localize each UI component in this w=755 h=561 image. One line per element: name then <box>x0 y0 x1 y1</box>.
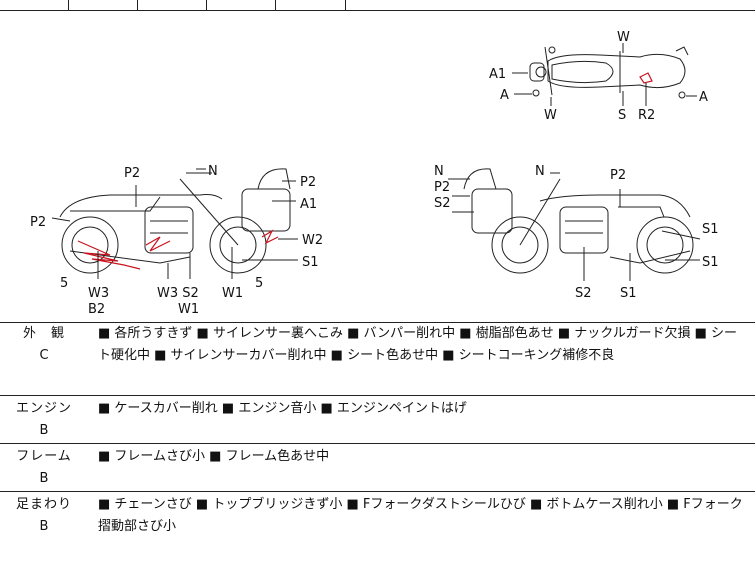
label-r2-top: R2 <box>638 108 655 123</box>
label-n-right: N <box>535 164 545 179</box>
label-s2-cowl-right: S2 <box>434 196 451 211</box>
label-s1-left: S1 <box>302 255 319 270</box>
label-w3-s2: W3 S2 <box>157 286 199 301</box>
label-p2-side: P2 <box>30 215 46 230</box>
label-p2-right: P2 <box>610 168 626 183</box>
section-grade: C <box>39 348 49 363</box>
section-notes: ■ チェーンさび ■ トップブリッジきず小 ■ Fフォークダストシールひび ■ … <box>98 497 743 534</box>
section-name: エンジン <box>15 401 72 416</box>
label-a1-left: A1 <box>300 197 317 212</box>
label-w3: W3 <box>88 286 109 301</box>
label-b2: B2 <box>88 302 105 317</box>
section-grade: B <box>39 519 49 534</box>
top-view-motorcycle <box>529 46 689 99</box>
label-5-right: 5 <box>255 276 263 291</box>
label-s1-right-c: S1 <box>620 286 637 301</box>
section-notes: ■ ケースカバー削れ ■ エンジン音小 ■ エンジンペイントはげ <box>98 401 467 416</box>
label-w1-under: W1 <box>178 302 199 317</box>
section-name: 足まわり <box>15 497 72 512</box>
strip-divider <box>137 0 138 10</box>
label-n-cowl-right: N <box>434 164 444 179</box>
label-a-top-left: A <box>500 88 509 103</box>
section-label: フレーム B <box>0 446 88 490</box>
label-a-top-right: A <box>699 90 708 105</box>
label-p2-seat: P2 <box>124 166 140 181</box>
table-header-strip <box>0 0 755 11</box>
label-w-top-bottom: W <box>544 108 557 123</box>
damage-diagram-area: A1 A W W S R2 A <box>0 11 755 323</box>
label-p2-cowl-right: P2 <box>434 180 450 195</box>
section-grade: B <box>39 423 49 438</box>
label-a1-top: A1 <box>489 67 506 82</box>
label-s1-right-a: S1 <box>702 222 719 237</box>
section-row-exterior: 外 観 C ■ 各所うすきず ■ サイレンサー裏へこみ ■ バンパー削れ中 ■ … <box>0 323 755 396</box>
right-side-leaders <box>448 172 701 281</box>
label-n-left: N <box>208 164 218 179</box>
section-notes: ■ フレームさび小 ■ フレーム色あせ中 <box>98 449 330 464</box>
section-row-frame: フレーム B ■ フレームさび小 ■ フレーム色あせ中 <box>0 444 755 492</box>
section-name: 外 観 <box>22 326 65 341</box>
strip-divider <box>68 0 69 10</box>
label-w1: W1 <box>222 286 243 301</box>
section-grade: B <box>39 471 49 486</box>
strip-divider <box>345 0 346 10</box>
left-side-motorcycle <box>59 168 291 274</box>
top-view-leaders <box>512 43 697 106</box>
strip-divider <box>206 0 207 10</box>
section-row-suspension: 足まわり B ■ チェーンさび ■ トップブリッジきず小 ■ Fフォークダストシ… <box>0 492 755 561</box>
motorcycle-diagram: A1 A W W S R2 A <box>30 30 719 317</box>
section-row-engine: エンジン B ■ ケースカバー削れ ■ エンジン音小 ■ エンジンペイントはげ <box>0 396 755 444</box>
label-w-top: W <box>617 30 630 45</box>
left-side-leaders <box>51 168 298 279</box>
label-5-left: 5 <box>60 276 68 291</box>
label-s1-right-b: S1 <box>702 255 719 270</box>
label-s2-right: S2 <box>575 286 592 301</box>
label-p2-cowl-left: P2 <box>300 175 316 190</box>
label-w2: W2 <box>302 233 323 248</box>
section-label: 外 観 C <box>0 323 88 367</box>
section-name: フレーム <box>16 449 72 464</box>
section-label: エンジン B <box>0 398 88 442</box>
section-label: 足まわり B <box>0 494 88 538</box>
strip-divider <box>275 0 276 10</box>
right-side-motorcycle <box>463 168 694 274</box>
label-s-top: S <box>618 108 626 123</box>
section-notes: ■ 各所うすきず ■ サイレンサー裏へこみ ■ バンパー削れ中 ■ 樹脂部色あせ… <box>98 326 738 363</box>
